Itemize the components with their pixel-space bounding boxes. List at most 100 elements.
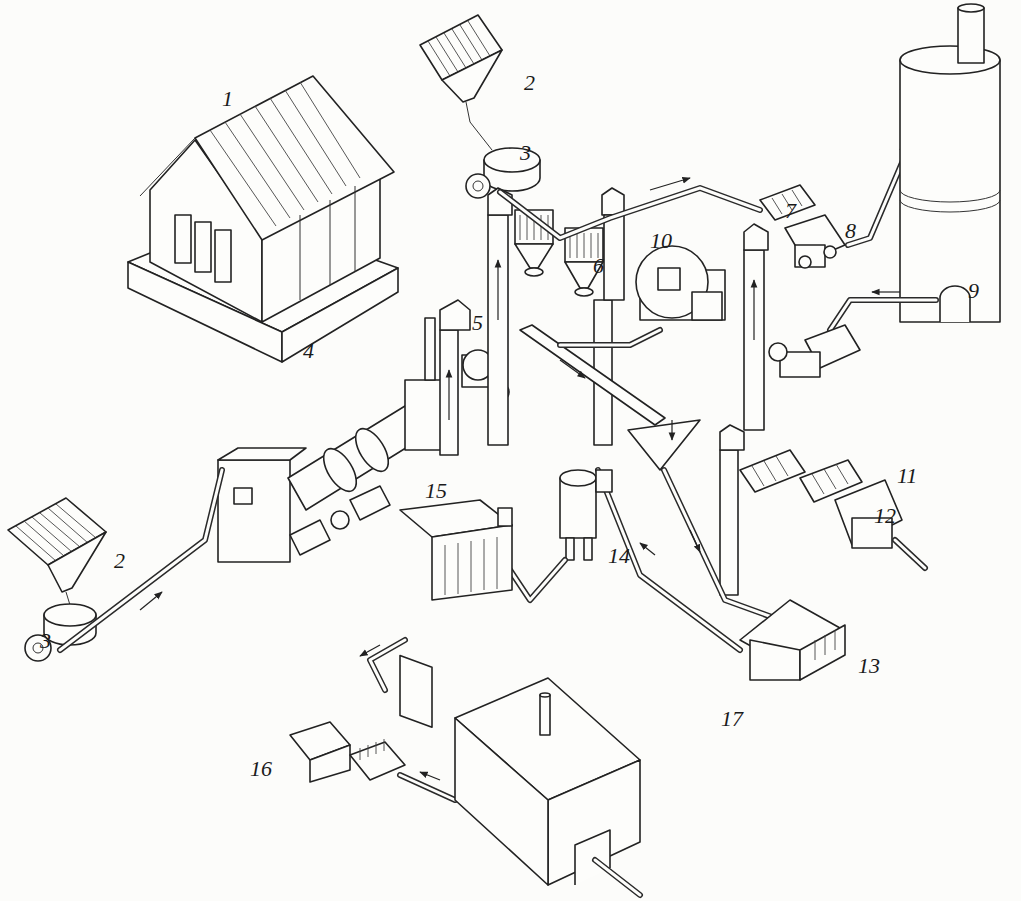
setting-machine-part (350, 742, 405, 780)
belt-conveyor (598, 470, 740, 650)
callout-number: 12 (874, 505, 896, 527)
belt-surface (560, 330, 660, 345)
clay-store-part (300, 186, 355, 300)
extruder-part (895, 540, 925, 568)
plant-illustration-part (690, 530, 700, 552)
silo (900, 4, 1000, 322)
tunnel-dryer-part (498, 508, 512, 526)
hopper (8, 498, 106, 605)
tunnel-dryer-part (432, 525, 512, 600)
tunnel-dryer (400, 500, 512, 727)
mixer-part (752, 456, 788, 486)
feeder-machine-part (769, 343, 787, 361)
clay-store-part (215, 230, 231, 282)
rotary-dryer-part (290, 520, 330, 555)
callout-number: 17 (721, 708, 743, 730)
callout-number: 3 (520, 142, 531, 164)
crusher-part (448, 370, 449, 420)
feeder-machine (769, 325, 860, 377)
belt-surface (510, 560, 565, 600)
silo-part (900, 190, 1000, 202)
belt-conveyor (560, 330, 660, 345)
press-part (824, 246, 836, 258)
setting-machine (290, 722, 405, 782)
press-part (799, 256, 811, 268)
hopper (628, 420, 700, 470)
ball-mill-part (744, 224, 768, 250)
callout-number: 16 (250, 758, 272, 780)
ball-mill-part (753, 280, 754, 340)
clay-store-part (210, 82, 360, 226)
rotary-dryer-part (218, 448, 306, 460)
silo-part (900, 60, 1000, 322)
ball-mill-part (744, 250, 764, 430)
chute (520, 325, 665, 425)
callout-number: 5 (472, 312, 483, 334)
callout-number: 7 (785, 200, 796, 222)
plant-illustration-part (560, 360, 585, 378)
plant-illustration-part (671, 420, 672, 440)
plant-illustration-part (640, 543, 655, 555)
crusher-part (440, 300, 470, 330)
press-part (566, 538, 574, 560)
hopper-part (48, 532, 106, 592)
callout-number: 10 (650, 230, 672, 252)
tunnel-kiln-part (540, 695, 550, 735)
rotary-dryer-part (317, 443, 363, 496)
callout-number: 11 (897, 465, 917, 487)
ball-mill (636, 224, 768, 430)
belt-surface (595, 860, 640, 895)
press (560, 470, 612, 560)
belt-conveyor (595, 860, 640, 895)
press-part (560, 470, 596, 486)
plant-illustration-part (650, 178, 690, 190)
vibrating-screen-part (515, 244, 553, 268)
plant-illustration-part (872, 291, 900, 292)
rotary-dryer-part (234, 488, 252, 504)
callout-number: 2 (524, 72, 535, 94)
tunnel-dryer-part (400, 656, 432, 728)
storage-shed (740, 600, 845, 680)
tunnel-kiln-part (575, 830, 610, 885)
bucket-elevator-part (488, 215, 508, 445)
hopper-part (66, 592, 70, 605)
storage-shed-part (750, 640, 800, 680)
belt-conveyor (60, 470, 222, 650)
hopper (420, 15, 502, 150)
plant-illustration-part (140, 592, 162, 610)
rotary-dryer-part (331, 511, 349, 529)
callout-number: 1 (222, 88, 233, 110)
tunnel-kiln-part (548, 760, 640, 885)
plant-illustration-part (420, 772, 440, 780)
press-part (560, 478, 596, 538)
tunnel-dryer-part (445, 537, 497, 595)
extruder (835, 480, 925, 568)
belt-surface (400, 775, 455, 800)
callout-number: 13 (858, 655, 880, 677)
bucket-elevator-part (720, 425, 744, 450)
storage-shed-part (800, 625, 845, 680)
rotary-dryer-part (425, 318, 435, 380)
plant-illustration-part (360, 645, 380, 656)
mixer-part (740, 450, 805, 492)
tunnel-kiln-part (455, 718, 548, 885)
press (785, 215, 845, 268)
callout-number: 6 (593, 255, 604, 277)
box-feeder-part (44, 604, 96, 626)
callout-number: 9 (968, 280, 979, 302)
bucket-elevator-part (497, 260, 498, 320)
press-part (596, 470, 612, 492)
clay-store-part (195, 222, 211, 272)
mixer-part (812, 464, 848, 494)
box-feeder-part (473, 181, 483, 191)
silo-part (900, 46, 1000, 74)
setting-machine-part (310, 745, 350, 782)
belt-conveyor (500, 188, 760, 238)
bucket-elevator (594, 188, 624, 445)
hopper-part (628, 420, 700, 470)
belt-surface (60, 470, 222, 650)
callout-number: 2 (114, 550, 125, 572)
press-part (584, 538, 592, 560)
rotary-dryer (218, 318, 449, 562)
